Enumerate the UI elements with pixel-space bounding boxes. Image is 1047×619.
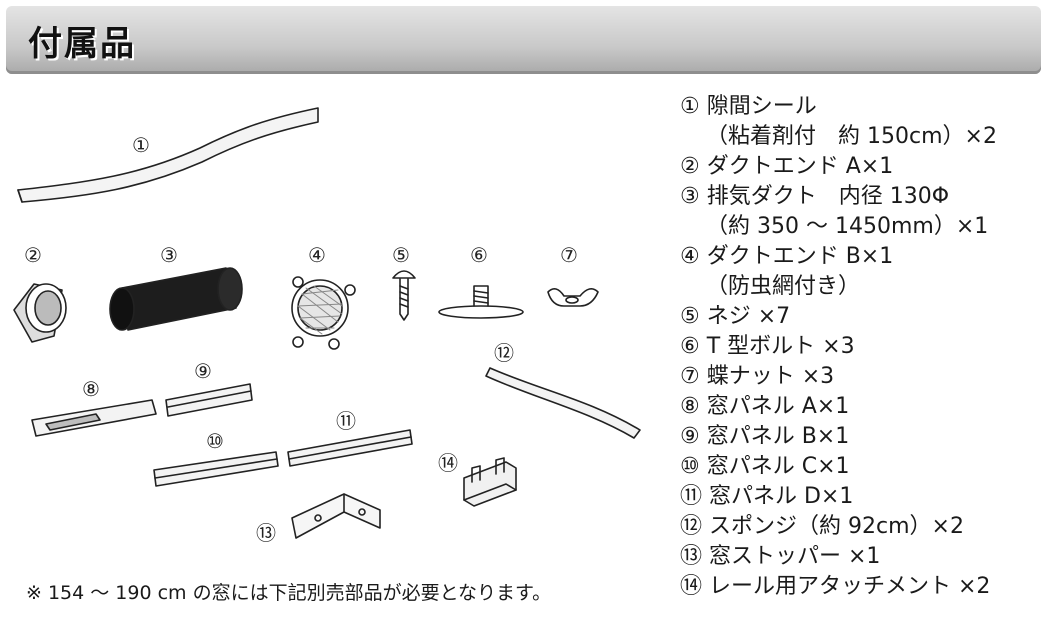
rail-attachment [463,457,517,507]
t-bolt [438,285,524,319]
parts-list: ① 隙間シール（粘着剤付 約 150cm）×2 ② ダクトエンド A×1 ③ 排… [680,92,1040,602]
list-item: ② ダクトエンド A×1 [680,154,894,179]
list-item: ⑦ 蝶ナット ×3 [680,364,835,389]
gap-seal-strip [17,107,319,203]
callout-10: ⑩ [206,429,224,453]
callout-6: ⑥ [470,243,488,267]
list-item: ⑨ 窓パネル B×1 [680,424,850,449]
exhaust-duct [109,267,243,331]
window-panel-d [287,429,413,467]
list-item: ⑧ 窓パネル A×1 [680,394,850,419]
duct-end-b [291,276,356,350]
window-panel-b [165,383,253,417]
callout-11: ⑪ [336,409,356,433]
page-title: 付属品 [28,24,136,64]
window-panel-a [31,399,157,437]
list-item: ⑤ ネジ ×7 [680,304,791,329]
screw [392,270,416,321]
list-item: ④ ダクトエンド B×1（防虫網付き） [680,244,894,299]
list-item: ⑪ 窓パネル D×1 [680,484,854,509]
list-item: ⑬ 窓ストッパー ×1 [680,544,881,569]
section-header: 付属品 [6,6,1041,74]
footnote: ※ 154 ～ 190 cm の窓には下記別売部品が必要となります。 [26,582,552,604]
callout-3: ③ [160,243,178,267]
callout-13: ⑬ [256,521,276,545]
callout-8: ⑧ [82,377,100,401]
callout-7: ⑦ [560,243,578,267]
sponge-strip [485,367,641,439]
callout-9: ⑨ [194,359,212,383]
list-item: ⑥ T 型ボルト ×3 [680,334,855,359]
list-item: ③ 排気ダクト 内径 130Φ（約 350 ～ 1450mm）×1 [680,184,989,239]
wing-nut [547,288,599,307]
duct-end-a [13,283,67,343]
callout-2: ② [24,243,42,267]
list-item: ⑭ レール用アタッチメント ×2 [680,574,991,599]
callout-4: ④ [308,243,326,267]
callout-5: ⑤ [392,243,410,267]
window-stopper [291,493,381,539]
list-item: ⑩ 窓パネル C×1 [680,454,850,479]
callout-1: ① [132,133,150,157]
parts-illustration: ① ② ③ ④ ⑤ ⑥ ⑦ ⑧ ⑨ ⑩ ⑪ ⑫ ⑬ ⑭ [13,107,641,545]
list-item: ⑫ スポンジ（約 92cm）×2 [680,514,964,539]
callout-12: ⑫ [494,341,514,365]
list-item: ① 隙間シール（粘着剤付 約 150cm）×2 [680,94,997,149]
window-panel-c [153,451,279,487]
callout-14: ⑭ [438,451,458,475]
